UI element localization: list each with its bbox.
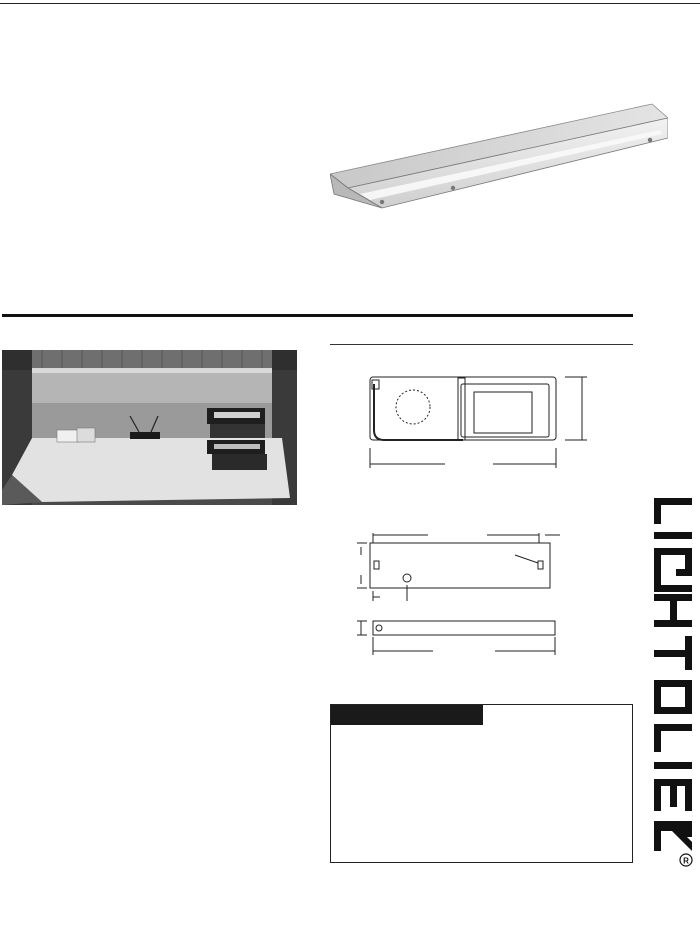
front-view-diagram-icon: [345, 525, 575, 665]
office-scene-icon: [2, 350, 297, 505]
spec-box: [330, 704, 633, 863]
top-rule: [0, 3, 700, 4]
diagram-rule: [330, 344, 633, 345]
svg-text:R: R: [683, 857, 689, 866]
fixture-photo-icon: [330, 96, 668, 214]
section-rule: [2, 314, 633, 317]
end-view-diagram-icon: [345, 370, 615, 475]
spec-box-header-tab: [331, 705, 483, 725]
logo-icon: R: [652, 494, 694, 932]
